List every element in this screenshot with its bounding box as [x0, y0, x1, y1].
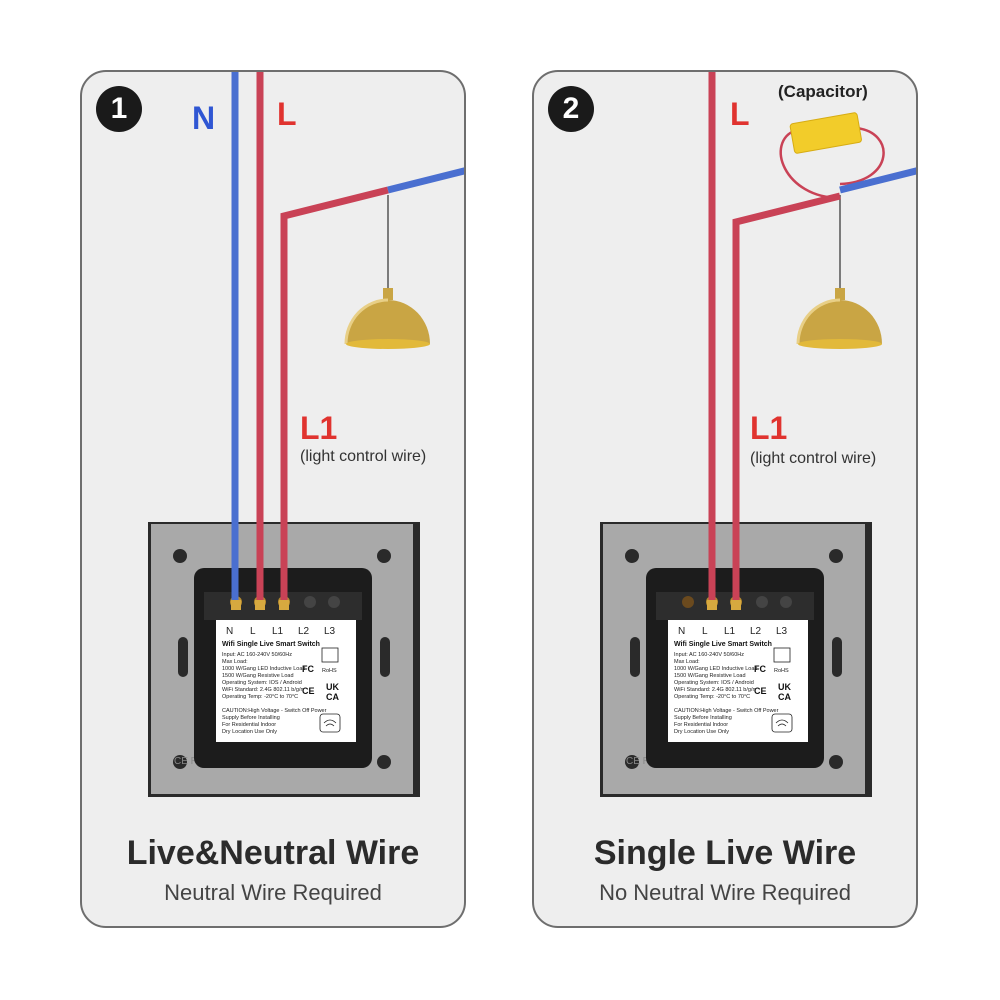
load-wire-label: L1: [750, 410, 788, 446]
ca-mark: CA: [326, 692, 339, 702]
spec-line: Operating System: IOS / Android: [674, 680, 754, 686]
panel-title: Live&Neutral Wire: [126, 834, 420, 872]
step-number-badge: 2: [548, 86, 594, 132]
terminal-label-l3: L3: [324, 626, 336, 637]
pendant-lamp-icon: [344, 195, 430, 349]
terminal-label-l1: L1: [272, 626, 284, 637]
live-wire-label: L: [730, 96, 750, 132]
caution-line: CAUTION:High Voltage - Switch Off Power: [674, 708, 779, 714]
spec-line: WiFi Standard: 2.4G 802.11 b/g/n: [674, 687, 756, 693]
panel-subtitle: No Neutral Wire Required: [599, 880, 851, 905]
ca-mark: CA: [778, 692, 791, 702]
terminal-label-l: L: [702, 626, 708, 637]
terminal-label-l3: L3: [776, 626, 788, 637]
capacitor-icon: [779, 112, 885, 200]
recycle-bin-icon: [773, 647, 791, 663]
fc-mark: FC: [754, 664, 766, 674]
live-wire-label: L: [277, 96, 297, 132]
panel-title: Single Live Wire: [593, 834, 857, 872]
uk-mark: UK: [326, 682, 339, 692]
spec-line: Operating Temp: -20°C to 70°C: [222, 694, 298, 700]
caution-line: For Residential Indoor: [674, 722, 728, 728]
caution-line: Supply Before Installing: [674, 715, 732, 721]
ce-mark: CE: [302, 686, 315, 696]
switch-module: N L L1 L2 L3 Wifi Single Live Smart Swit…: [194, 568, 372, 768]
wifi-icon: [771, 713, 793, 733]
caution-line: For Residential Indoor: [222, 722, 276, 728]
wires: [708, 72, 916, 600]
ce-mark: CE: [754, 686, 767, 696]
load-wire: [732, 192, 841, 600]
spec-line: 1000 W/Gang LED Inductive Load: [674, 666, 757, 672]
terminal-label-l1: L1: [724, 626, 736, 637]
load-wire-label: L1: [300, 410, 338, 446]
terminal-label-l: L: [250, 626, 256, 637]
spec-line: WiFi Standard: 2.4G 802.11 b/g/n: [222, 687, 304, 693]
fc-mark: FC: [302, 664, 314, 674]
caution-line: Supply Before Installing: [222, 715, 280, 721]
terminal-label-l2: L2: [298, 626, 310, 637]
load-wire-note: (light control wire): [750, 450, 877, 467]
spec-line: Input: AC 160-240V 50/60Hz: [674, 652, 744, 658]
capacitor-label: (Capacitor): [778, 82, 868, 101]
rohs-mark: RoHS: [322, 668, 337, 674]
wiring-diagram-1: CE RoHS N L L1 L2 L3 Wifi Single Live Sm…: [148, 72, 464, 797]
spec-line: 1000 W/Gang LED Inductive Load: [222, 666, 305, 672]
product-name: Wifi Single Live Smart Switch: [674, 641, 772, 648]
terminal-label-n: N: [678, 626, 685, 637]
recycle-bin-icon: [321, 647, 339, 663]
caution-line: CAUTION:High Voltage - Switch Off Power: [222, 708, 327, 714]
wiring-diagram-2: CE RoHS N L L1 L2 L3 Wifi Single Live Sm…: [600, 72, 916, 797]
spec-line: 1500 W/Gang Resistive Load: [674, 673, 746, 679]
product-name: Wifi Single Live Smart Switch: [222, 641, 320, 648]
wifi-icon: [319, 713, 341, 733]
uk-mark: UK: [778, 682, 791, 692]
load-wire-note: (light control wire): [300, 448, 427, 465]
neutral-wire-label: N: [192, 100, 216, 136]
caution-line: Dry Location Use Only: [674, 729, 729, 735]
spec-line: Max Load:: [222, 659, 248, 665]
caution-line: Dry Location Use Only: [222, 729, 277, 735]
wires: [231, 72, 464, 600]
spec-line: Max Load:: [674, 659, 700, 665]
pendant-lamp-icon: [796, 195, 882, 349]
neutral-return-wire: [839, 167, 916, 194]
switch-module: N L L1 L2 L3 Wifi Single Live Smart Swit…: [646, 568, 824, 768]
rohs-mark: RoHS: [774, 668, 789, 674]
diagram-panel-live-neutral: CE RoHS N L L1 L2 L3 Wifi Single Live Sm…: [80, 70, 466, 928]
spec-line: Input: AC 160-240V 50/60Hz: [222, 652, 292, 658]
terminal-label-n: N: [226, 626, 233, 637]
spec-line: 1500 W/Gang Resistive Load: [222, 673, 294, 679]
terminal-label-l2: L2: [750, 626, 762, 637]
spec-line: Operating System: IOS / Android: [222, 680, 302, 686]
diagram-panel-single-live: CE RoHS N L L1 L2 L3 Wifi Single Live Sm…: [532, 70, 918, 928]
neutral-return-wire: [387, 167, 464, 194]
load-wire: [280, 186, 389, 600]
spec-line: Operating Temp: -20°C to 70°C: [674, 694, 750, 700]
step-number-badge: 1: [96, 86, 142, 132]
panel-subtitle: Neutral Wire Required: [164, 880, 382, 905]
